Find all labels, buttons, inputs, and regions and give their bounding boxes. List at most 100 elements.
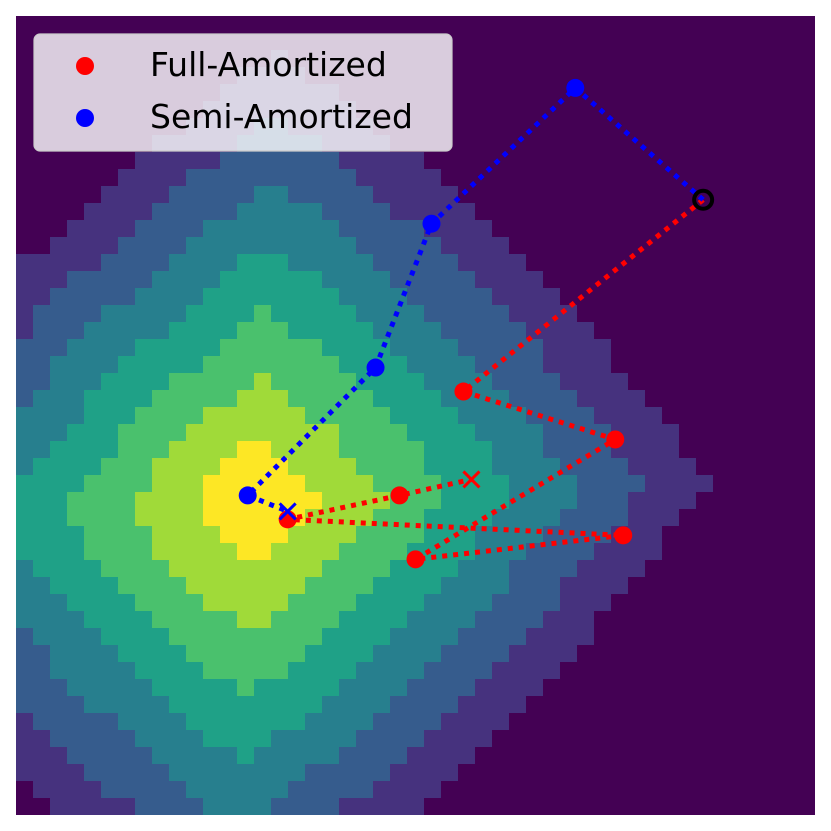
- heatmap-cell: [254, 186, 272, 204]
- heatmap-cell: [594, 135, 612, 153]
- heatmap-cell: [373, 730, 391, 748]
- heatmap-cell: [713, 730, 731, 748]
- heatmap-cell: [50, 560, 68, 578]
- heatmap-cell: [764, 50, 782, 68]
- heatmap-cell: [713, 33, 731, 51]
- heatmap-cell: [730, 339, 748, 357]
- heatmap-cell: [679, 611, 697, 629]
- heatmap-cell: [628, 509, 646, 527]
- heatmap-cell: [526, 135, 544, 153]
- heatmap-cell: [254, 543, 272, 561]
- heatmap-cell: [713, 747, 731, 765]
- heatmap-cell: [492, 594, 510, 612]
- heatmap-cell: [169, 373, 187, 391]
- heatmap-cell: [441, 356, 459, 374]
- heatmap-cell: [84, 526, 102, 544]
- heatmap-cell: [764, 713, 782, 731]
- heatmap-cell: [798, 288, 815, 306]
- heatmap-cell: [713, 101, 731, 119]
- heatmap-cell: [237, 152, 255, 170]
- heatmap-cell: [594, 679, 612, 697]
- heatmap-cell: [186, 560, 204, 578]
- heatmap-cell: [288, 696, 306, 714]
- heatmap-cell: [407, 492, 425, 510]
- heatmap-cell: [271, 203, 289, 221]
- heatmap-cell: [356, 305, 374, 323]
- heatmap-cell: [84, 288, 102, 306]
- heatmap-cell: [526, 594, 544, 612]
- heatmap-cell: [577, 679, 595, 697]
- heatmap-cell: [339, 747, 357, 765]
- heatmap-cell: [424, 679, 442, 697]
- heatmap-cell: [781, 33, 799, 51]
- heatmap-cell: [67, 390, 85, 408]
- heatmap-cell: [220, 577, 238, 595]
- heatmap-cell: [67, 526, 85, 544]
- heatmap-cell: [747, 713, 765, 731]
- heatmap-cell: [152, 203, 170, 221]
- heatmap-cell: [611, 679, 629, 697]
- heatmap-cell: [696, 475, 714, 493]
- heatmap-cell: [458, 33, 476, 51]
- heatmap-cell: [441, 798, 459, 815]
- heatmap-cell: [407, 322, 425, 340]
- heatmap-cell: [339, 696, 357, 714]
- heatmap-cell: [441, 390, 459, 408]
- heatmap-cell: [135, 441, 153, 459]
- heatmap-cell: [373, 16, 391, 34]
- heatmap-cell: [475, 526, 493, 544]
- heatmap-cell: [781, 696, 799, 714]
- heatmap-cell: [101, 424, 119, 442]
- heatmap-cell: [560, 373, 578, 391]
- heatmap-cell: [611, 509, 629, 527]
- heatmap-cell: [696, 781, 714, 799]
- heatmap-cell: [560, 135, 578, 153]
- heatmap-cell: [594, 611, 612, 629]
- heatmap-cell: [67, 492, 85, 510]
- heatmap-cell: [84, 611, 102, 629]
- heatmap-cell: [101, 288, 119, 306]
- heatmap-cell: [407, 186, 425, 204]
- heatmap-cell: [713, 798, 731, 815]
- heatmap-cell: [543, 424, 561, 442]
- heatmap-cell: [237, 781, 255, 799]
- heatmap-cell: [186, 628, 204, 646]
- heatmap-cell: [475, 288, 493, 306]
- heatmap-cell: [577, 50, 595, 68]
- heatmap-cell: [475, 713, 493, 731]
- heatmap-cell: [662, 747, 680, 765]
- heatmap-cell: [67, 798, 85, 815]
- heatmap-cell: [339, 424, 357, 442]
- heatmap-cell: [713, 305, 731, 323]
- heatmap-cell: [662, 526, 680, 544]
- heatmap-cell: [475, 254, 493, 272]
- heatmap-cell: [526, 696, 544, 714]
- heatmap-cell: [781, 152, 799, 170]
- heatmap-cell: [271, 356, 289, 374]
- heatmap-cell: [696, 730, 714, 748]
- heatmap-cell: [67, 356, 85, 374]
- heatmap-cell: [84, 356, 102, 374]
- heatmap-cell: [509, 152, 527, 170]
- heatmap-cell: [764, 33, 782, 51]
- heatmap-cell: [509, 509, 527, 527]
- heatmap-cell: [628, 288, 646, 306]
- heatmap-cell: [424, 152, 442, 170]
- heatmap-cell: [152, 713, 170, 731]
- heatmap-cell: [84, 203, 102, 221]
- heatmap-cell: [288, 169, 306, 187]
- heatmap-cell: [67, 628, 85, 646]
- heatmap-cell: [679, 390, 697, 408]
- heatmap-cell: [526, 186, 544, 204]
- heatmap-cell: [713, 169, 731, 187]
- heatmap-cell: [305, 390, 323, 408]
- heatmap-cell: [305, 288, 323, 306]
- heatmap-cell: [186, 237, 204, 255]
- heatmap-cell: [577, 101, 595, 119]
- heatmap-cell: [798, 509, 815, 527]
- heatmap-cell: [152, 594, 170, 612]
- heatmap-cell: [237, 645, 255, 663]
- heatmap-cell: [441, 203, 459, 221]
- heatmap-cell: [713, 645, 731, 663]
- heatmap-cell: [305, 594, 323, 612]
